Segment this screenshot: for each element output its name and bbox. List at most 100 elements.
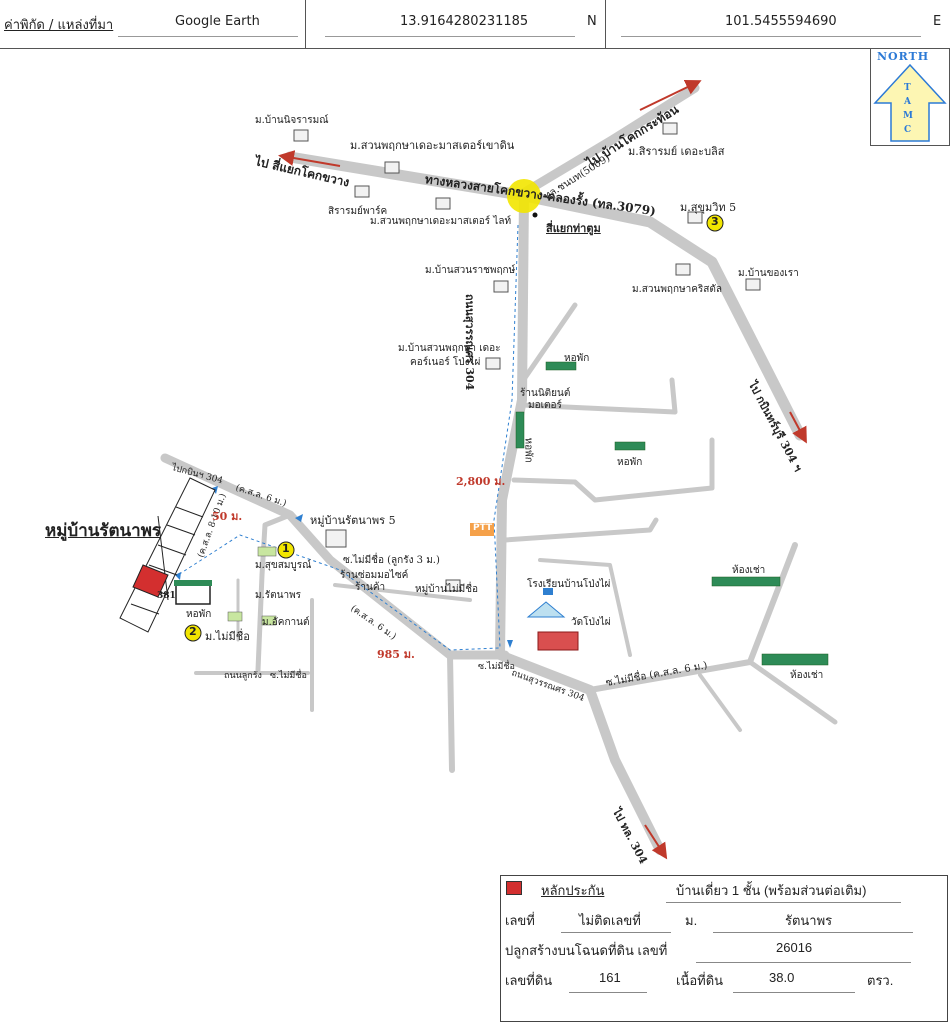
house-icon	[325, 529, 347, 548]
house-icon	[261, 615, 277, 626]
latitude-value: 13.9164280231185	[400, 14, 529, 29]
latitude-unit: N	[587, 14, 597, 29]
road-east-7	[698, 673, 742, 732]
badge-2: 2	[189, 625, 197, 638]
deed-label: ปลูกสร้างบนโฉนดที่ดิน เลขที่	[505, 943, 668, 958]
house-icon	[745, 278, 761, 291]
source-value: Google Earth	[175, 14, 260, 29]
arrow-to-304-south	[644, 824, 668, 860]
house-icon	[384, 161, 400, 174]
badge-3-circle	[706, 214, 724, 232]
north-arrow-icon	[873, 63, 947, 142]
house-icon	[354, 185, 370, 198]
place-dorm-4: หอพัก	[186, 609, 212, 620]
place-ratanaporn: ม.รัตนาพร	[255, 590, 302, 601]
road-west-3	[333, 583, 472, 602]
route-to-property	[177, 224, 519, 651]
place-ratanaporn-5: หมู่บ้านรัตนาพร 5	[310, 514, 396, 527]
distance-985: 985 ม.	[377, 648, 415, 661]
property-info-box: หลักประกัน บ้านเดี่ยว 1 ชั้น (พร้อมส่วนต…	[500, 875, 948, 1022]
area-label: เนื้อที่ดิน	[676, 973, 724, 988]
compass-letter-a: A	[904, 97, 911, 107]
place-shop-1: ร้านนิติยนต์	[520, 388, 571, 399]
longitude-value: 101.5455594690	[725, 14, 837, 29]
place-village-no-name: หมู่บ้านไม่มีชื่อ	[415, 584, 478, 595]
place-dorm-3: หอพัก	[617, 457, 643, 468]
ptt-station-icon	[470, 523, 494, 536]
badge-2-circle	[184, 624, 202, 642]
place-rental-1: ห้องเช่า	[732, 565, 766, 576]
building-underline	[666, 902, 901, 903]
deed-value: 26016	[776, 940, 813, 955]
place-suan-phruksa-corner-1: ม.บ้านสวนพฤกษา เดอะ	[398, 343, 501, 354]
house-icon	[675, 263, 691, 276]
building-type: บ้านเดี่ยว 1 ชั้น (พร้อมส่วนต่อเติม)	[676, 883, 867, 898]
compass-letter-c: C	[904, 125, 912, 135]
dorm-roof	[174, 580, 212, 586]
legend-label: หลักประกัน	[541, 883, 605, 898]
house-icon	[493, 280, 509, 293]
house-icon	[662, 122, 678, 135]
intersection-dot	[532, 212, 538, 218]
house-icon	[257, 546, 277, 557]
land-no-value: 161	[599, 970, 621, 985]
house-no-label: เลขที่	[505, 913, 535, 928]
dorm-icon	[614, 441, 646, 451]
road-east-1	[519, 377, 678, 415]
house-icon	[435, 197, 451, 210]
badge-3: 3	[711, 215, 719, 228]
place-mai-mi-chue: ม.ไม่มีชื่อ	[205, 630, 250, 643]
rental-icon	[711, 576, 781, 587]
village-label: ม.	[685, 913, 698, 928]
distance-50: 50 ม.	[212, 510, 243, 523]
coordinates-label: ค่าพิกัด / แหล่งที่มา	[4, 18, 114, 33]
area-underline	[733, 992, 855, 993]
place-sirarom-bliss: ม.สิรารมย์ เดอะบลิส	[628, 145, 725, 158]
place-ban-suan-ratchaphruek: ม.บ้านสวนราชพฤกษ์	[425, 265, 516, 276]
header-lat-cell: 13.9164280231185 N	[305, 0, 606, 48]
place-school: โรงเรียนบ้านโป่งไผ่	[527, 579, 611, 590]
soi-no-name-4-label: ซ.ไม่มีชื่อ	[270, 671, 307, 681]
village-value: รัตนาพร	[785, 913, 833, 928]
deed-underline	[696, 962, 911, 963]
village-main-label: หมู่บ้านรัตนาพร	[45, 521, 162, 541]
collateral-plot	[132, 564, 169, 598]
place-suan-phruksa-khao-din: ม.สวนพฤกษาเดอะมาสเตอร์เขาดิน	[350, 139, 515, 152]
lat-underline	[325, 36, 575, 37]
rental-icon	[761, 653, 829, 666]
main-road-3079	[284, 151, 806, 441]
road-map	[119, 80, 838, 860]
temple-icon	[537, 631, 579, 651]
north-label: NORTH	[877, 50, 930, 63]
source-underline	[118, 36, 298, 37]
place-suan-phruksa-light: ม.สวนพฤกษาเดอะมาสเตอร์ ไลท์	[370, 216, 512, 227]
route-arrow-1	[507, 640, 513, 648]
place-sirarom-park: สิรารมย์พาร์ค	[328, 206, 388, 217]
legend-swatch	[506, 881, 522, 895]
land-no-underline	[569, 992, 647, 993]
house-icon	[293, 129, 309, 142]
place-suksomboon: ม.สุขสมบูรณ์	[255, 560, 312, 571]
area-value: 38.0	[769, 970, 795, 985]
header-lon-cell: 101.5455594690 E	[605, 0, 949, 48]
place-ban-nitcharat: ม.บ้านนิจรารมณ์	[255, 115, 329, 126]
place-soi-no-name-1: ซ.ไม่มีชื่อ (ลูกรัง 3 ม.)	[343, 555, 440, 566]
north-compass: NORTH T A M C	[870, 48, 950, 146]
road-west-1	[160, 453, 510, 660]
coordinates-header: ค่าพิกัด / แหล่งที่มา Google Earth 13.91…	[0, 0, 950, 49]
compass-letter-t: T	[904, 83, 911, 93]
dorm-building-icon	[175, 583, 211, 605]
place-motorbike-shop: ร้านซ่อมมอไซค์	[340, 570, 409, 581]
road-to-kok-krathon	[515, 83, 700, 200]
intersection-marker	[507, 179, 541, 213]
house-icon	[445, 579, 461, 592]
lon-underline	[621, 36, 921, 37]
arrow-to-kabin	[789, 411, 807, 444]
badge-1-circle	[277, 541, 295, 559]
house-no-value: ไม่ติดเลขที่	[579, 913, 641, 928]
school-icon	[526, 601, 566, 618]
header-source-cell: ค่าพิกัด / แหล่งที่มา Google Earth	[0, 0, 306, 48]
place-akkaphan: ม.อัคกานต์	[262, 617, 310, 628]
lot-number: 381	[157, 591, 176, 601]
dorm-icon	[545, 361, 577, 371]
